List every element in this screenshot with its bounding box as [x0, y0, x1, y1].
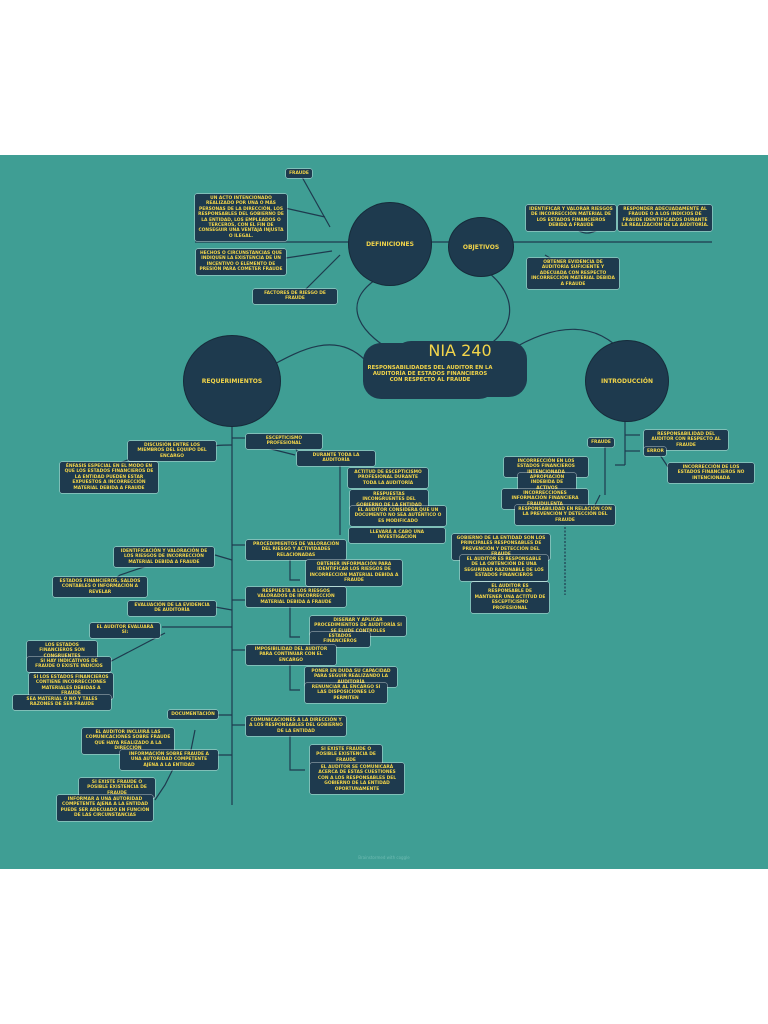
definiciones-label: DEFINICIONES — [366, 240, 414, 248]
intro-error-definition[interactable]: INCORRECCIÓN DE LOS ESTADOS FINANCIEROS … — [668, 463, 754, 484]
req-durante-4[interactable]: LLEVARÁ A CABO UNA INVESTIGACIÓN — [349, 528, 445, 543]
req-comunicaciones[interactable]: COMUNICACIONES A LA DIRECCIÓN Y A LOS RE… — [246, 716, 346, 737]
req-doc-1[interactable]: EL AUDITOR INCLUIRÁ LAS COMUNICACIONES S… — [82, 728, 174, 754]
requerimientos-circle[interactable]: REQUERIMIENTOS — [183, 335, 281, 427]
intro-prevencion-3[interactable]: EL AUDITOR ES RESPONSABLE DE MANTENER UN… — [471, 582, 549, 614]
def-factores[interactable]: FACTORES DE RIESGO DE FRAUDE — [253, 289, 337, 304]
req-imposibilidad-2[interactable]: RENUNCIAR AL ENCARGO SI LAS DISPOSICIONE… — [305, 683, 387, 704]
req-imposibilidad-1[interactable]: PONER EN DUDA SU CAPACIDAD PARA SEGUIR R… — [305, 667, 397, 688]
req-durante-1[interactable]: ACTITUD DE ESCEPTICISMO PROFESIONAL DURA… — [348, 468, 428, 489]
footer-credit: Brainstormed with coggle — [358, 855, 410, 860]
intro-prevencion-2[interactable]: EL AUDITOR ES RESPONSABLE DE LA OBTENCIÓ… — [460, 555, 548, 581]
intro-fraude-1[interactable]: INCORRECCIÓN EN LOS ESTADOS FINANCIEROS … — [504, 457, 588, 478]
req-documentacion[interactable]: DOCUMENTACIÓN — [168, 710, 218, 720]
req-respuesta-2[interactable]: ESTADOS FINANCIEROS — [310, 632, 370, 647]
requerimientos-label: REQUERIMIENTOS — [201, 377, 263, 385]
intro-responsabilidad[interactable]: RESPONSABILIDAD DEL AUDITOR CON RESPECTO… — [644, 430, 728, 451]
req-discusion[interactable]: DISCUSIÓN ENTRE LOS MIEMBROS DEL EQUIPO … — [128, 441, 216, 462]
definiciones-circle[interactable]: DEFINICIONES — [348, 202, 432, 286]
req-imposibilidad[interactable]: IMPOSIBILIDAD DEL AUDITOR PARA CONTINUAR… — [246, 645, 336, 666]
req-comunicaciones-2[interactable]: EL AUDITOR SE COMUNICARÁ ACERCA DE ESTAS… — [310, 763, 404, 795]
req-respuesta[interactable]: RESPUESTA A LOS RIESGOS VALORADOS DE INC… — [246, 587, 346, 608]
def-fraude-definition[interactable]: UN ACTO INTENCIONADO REALIZADO POR UNA O… — [195, 194, 287, 242]
obj-responder[interactable]: RESPONDER ADECUADAMENTE AL FRAUDE O A LO… — [618, 205, 712, 231]
intro-error[interactable]: ERROR — [644, 447, 666, 457]
req-doc-4[interactable]: INFORMAR A UNA AUTORIDAD COMPETENTE AJEN… — [57, 795, 153, 821]
req-evaluacion-1[interactable]: LOS ESTADOS FINANCIEROS SON CONGRUENTES — [27, 641, 97, 662]
obj-obtener[interactable]: OBTENER EVIDENCIA DE AUDITORÍA SUFICIENT… — [527, 258, 619, 290]
req-evaluacion-4[interactable]: SEA MATERIAL O NO Y TALES RAZONES DE SER… — [13, 695, 111, 710]
req-enfasis[interactable]: ÉNFASIS ESPECIAL EN EL MODO EN QUE LOS E… — [60, 462, 158, 494]
intro-prevencion[interactable]: RESPONSABILIDAD EN RELACIÓN CON LA PREVE… — [515, 505, 615, 526]
central-subtitle: RESPONSABILIDADES DEL AUDITOR EN LA AUDI… — [367, 365, 493, 384]
req-durante-3[interactable]: EL AUDITOR CONSIDERA QUE UN DOCUMENTO NO… — [350, 506, 446, 527]
intro-fraude-2[interactable]: APROPIACIÓN INDEBIDA DE ACTIVOS — [518, 473, 576, 494]
intro-fraude-3[interactable]: INCORRECCIONES INFORMACIÓN FINANCIERA FR… — [502, 489, 588, 510]
req-durante[interactable]: DURANTE TODA LA AUDITORÍA — [297, 451, 375, 466]
def-factores-definition[interactable]: HECHOS O CIRCUNSTANCIAS QUE INDIQUEN LA … — [196, 249, 286, 275]
req-evaluacion[interactable]: EVALUACIÓN DE LA EVIDENCIA DE AUDITORÍA — [128, 601, 216, 616]
objetivos-label: OBJETIVOS — [462, 243, 500, 251]
req-respuesta-1[interactable]: DISEÑAR Y APLICAR PROCEDIMIENTOS DE AUDI… — [310, 616, 406, 637]
central-title: NIA 240 — [393, 341, 527, 397]
req-escepticismo[interactable]: ESCEPTICISMO PROFESIONAL — [246, 434, 322, 449]
req-evaluara[interactable]: EL AUDITOR EVALUARÁ SI: — [90, 623, 160, 638]
req-estados-saldos[interactable]: ESTADOS FINANCIEROS, SALDOS CONTABLES O … — [53, 577, 147, 598]
req-procedimientos[interactable]: PROCEDIMIENTOS DE VALORACIÓN DEL RIESGO … — [246, 540, 346, 561]
intro-fraude[interactable]: FRAUDE — [588, 438, 614, 448]
req-durante-2[interactable]: RESPUESTAS INCONGRUENTES DEL GOBIERNO DE… — [350, 490, 428, 511]
obj-identificar[interactable]: IDENTIFICAR Y VALORAR RIESGOS DE INCORRE… — [526, 205, 616, 231]
req-comunicaciones-1[interactable]: SI EXISTE FRAUDE O POSIBLE EXISTENCIA DE… — [310, 745, 382, 766]
req-identificacion[interactable]: IDENTIFICACIÓN Y VALORACIÓN DE LOS RIESG… — [114, 547, 214, 568]
def-fraude[interactable]: FRAUDE — [286, 169, 312, 179]
objetivos-circle[interactable]: OBJETIVOS — [448, 217, 514, 277]
req-evaluacion-3[interactable]: SI LOS ESTADOS FINANCIEROS CONTIENE INCO… — [29, 673, 113, 699]
req-obtener[interactable]: OBTENER INFORMACIÓN PARA IDENTIFICAR LOS… — [306, 560, 402, 586]
req-evaluacion-2[interactable]: SI HAY INDICATIVOS DE FRAUDE O EXISTE IN… — [27, 657, 111, 672]
mind-map-canvas: DEFINICIONES OBJETIVOS REQUERIMIENTOS IN… — [0, 155, 768, 869]
req-doc-2[interactable]: INFORMACIÓN SOBRE FRAUDE A UNA AUTORIDAD… — [120, 750, 218, 771]
req-doc-3[interactable]: SI EXISTE FRAUDE O POSIBLE EXISTENCIA DE… — [79, 778, 155, 799]
introduccion-label: INTRODUCCIÓN — [600, 377, 654, 385]
introduccion-circle[interactable]: INTRODUCCIÓN — [585, 340, 669, 422]
